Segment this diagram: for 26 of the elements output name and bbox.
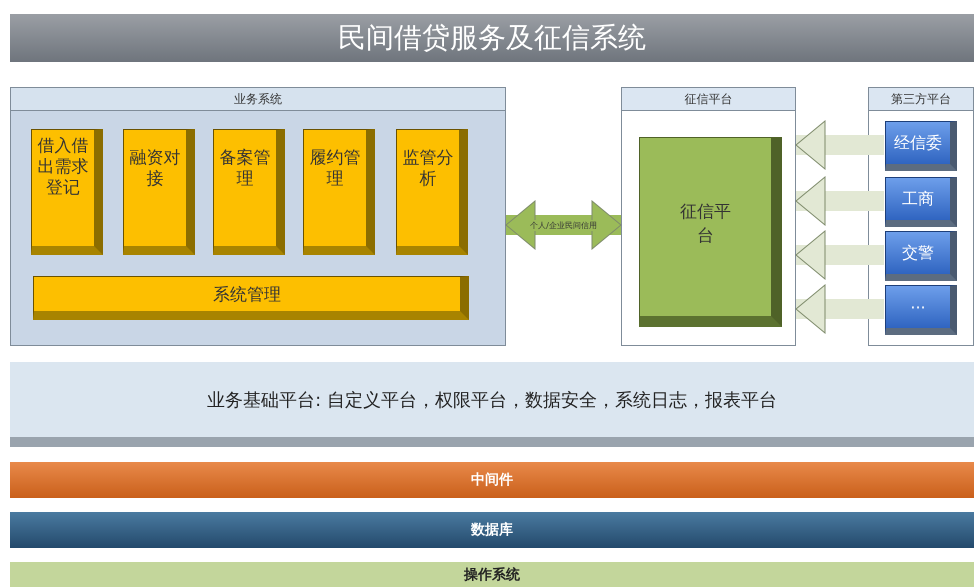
- platform-block: 征信平台: [639, 137, 782, 327]
- edge-label: 个人/企业民间信用: [529, 220, 598, 230]
- system-panel: [10, 87, 506, 346]
- source-block: 工商: [885, 177, 957, 227]
- module-block: 监管分析: [396, 129, 468, 255]
- system-panel: [868, 87, 974, 346]
- layer-band: 业务基础平台: 自定义平台，权限平台，数据安全，系统日志，报表平台: [10, 362, 974, 447]
- block-arrow: [796, 120, 884, 170]
- panel-title: 业务系统: [11, 88, 505, 111]
- module-block: 履约管理: [303, 129, 375, 255]
- source-block: 经信委: [885, 121, 957, 171]
- layer-band: 中间件: [10, 462, 974, 498]
- module-block: 借入借出需求登记: [31, 129, 103, 255]
- source-block: 交警: [885, 231, 957, 281]
- system-panel: [621, 87, 796, 346]
- double-arrow: [506, 200, 622, 250]
- title-banner: 民间借贷服务及征信系统: [10, 14, 974, 62]
- block-arrow: [796, 284, 884, 334]
- panel-title: 第三方平台: [869, 88, 973, 111]
- module-block: 系统管理: [33, 276, 469, 320]
- module-block: 融资对接: [123, 129, 195, 255]
- layer-band: 数据库: [10, 512, 974, 548]
- layer-band: 操作系统: [10, 562, 974, 587]
- source-block: ···: [885, 285, 957, 335]
- panel-title: 征信平台: [622, 88, 795, 111]
- module-block: 备案管理: [213, 129, 285, 255]
